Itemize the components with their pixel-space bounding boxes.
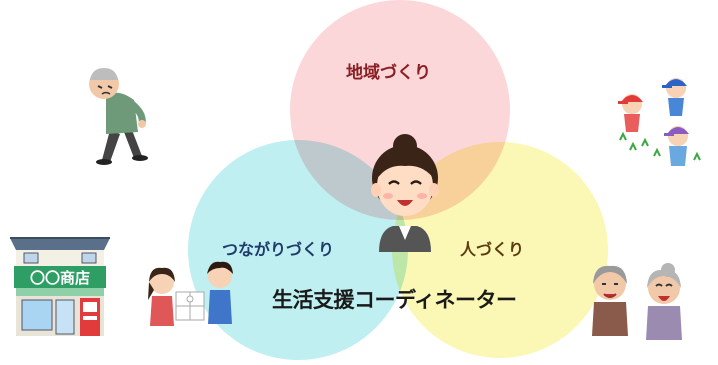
circle-people — [392, 142, 608, 358]
shop-building-icon: 〇〇商店 — [10, 237, 110, 336]
children-puzzle-icon — [148, 261, 233, 326]
circle-connection-label: つながりづくり — [222, 240, 335, 259]
coordinator-woman-icon — [371, 134, 439, 252]
children-gardening-icon — [618, 78, 701, 166]
elderly-man-backache-icon — [89, 68, 148, 165]
shop-sign-text: 〇〇商店 — [30, 269, 90, 287]
elderly-women-chatting-icon — [592, 263, 682, 340]
coordinator-title: 生活支援コーディネーター — [272, 288, 517, 312]
circle-area-label: 地域づくり — [346, 63, 431, 83]
circle-people-label: 人づくり — [460, 240, 525, 259]
circle-connection — [188, 140, 408, 360]
